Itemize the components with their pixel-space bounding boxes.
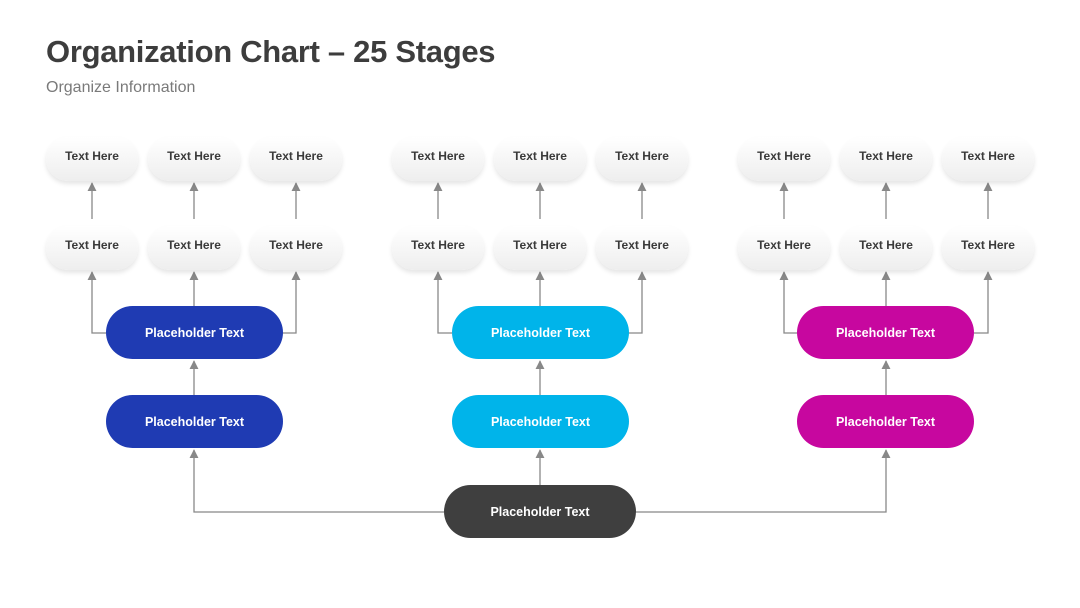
- leaf-b2-top-1[interactable]: Text Here: [392, 137, 484, 181]
- connector-b1-l1-mid-3: [282, 271, 301, 334]
- branch-2-level-1-node[interactable]: Placeholder Text: [452, 306, 629, 359]
- leaf-b2-mid-3[interactable]: Text Here: [596, 226, 688, 270]
- leaf-b2-mid-1[interactable]: Text Here: [392, 226, 484, 270]
- branch-3-level-1-node[interactable]: Placeholder Text: [797, 306, 974, 359]
- branch-1-level-2-node[interactable]: Placeholder Text: [106, 395, 283, 448]
- leaf-b1-mid-3[interactable]: Text Here: [250, 226, 342, 270]
- branch-1-level-1-node[interactable]: Placeholder Text: [106, 306, 283, 359]
- leaf-b3-top-3[interactable]: Text Here: [942, 137, 1034, 181]
- root-node[interactable]: Placeholder Text: [444, 485, 636, 538]
- leaf-b1-top-3[interactable]: Text Here: [250, 137, 342, 181]
- leaf-b3-top-1[interactable]: Text Here: [738, 137, 830, 181]
- leaf-b1-top-2[interactable]: Text Here: [148, 137, 240, 181]
- connector-b1-l1-mid-1: [87, 271, 106, 334]
- leaf-b2-top-2[interactable]: Text Here: [494, 137, 586, 181]
- branch-3-level-2-node[interactable]: Placeholder Text: [797, 395, 974, 448]
- leaf-b3-mid-2[interactable]: Text Here: [840, 226, 932, 270]
- connector-b3-l1-mid-3: [974, 271, 993, 334]
- leaf-b2-top-3[interactable]: Text Here: [596, 137, 688, 181]
- leaf-b1-top-1[interactable]: Text Here: [46, 137, 138, 181]
- leaf-b3-mid-1[interactable]: Text Here: [738, 226, 830, 270]
- leaf-b2-mid-2[interactable]: Text Here: [494, 226, 586, 270]
- page-subtitle: Organize Information: [46, 79, 196, 96]
- page-title: Organization Chart – 25 Stages: [46, 34, 496, 69]
- leaf-b1-mid-1[interactable]: Text Here: [46, 226, 138, 270]
- connector-root-b3: [636, 449, 891, 513]
- branch-2-level-2-node[interactable]: Placeholder Text: [452, 395, 629, 448]
- leaf-b3-mid-3[interactable]: Text Here: [942, 226, 1034, 270]
- leaf-b3-top-2[interactable]: Text Here: [840, 137, 932, 181]
- connector-b2-l1-mid-1: [433, 271, 452, 334]
- connector-b2-l1-mid-3: [628, 271, 647, 334]
- leaf-b1-mid-2[interactable]: Text Here: [148, 226, 240, 270]
- connector-root-b1: [189, 449, 444, 513]
- connector-b3-l1-mid-1: [779, 271, 798, 334]
